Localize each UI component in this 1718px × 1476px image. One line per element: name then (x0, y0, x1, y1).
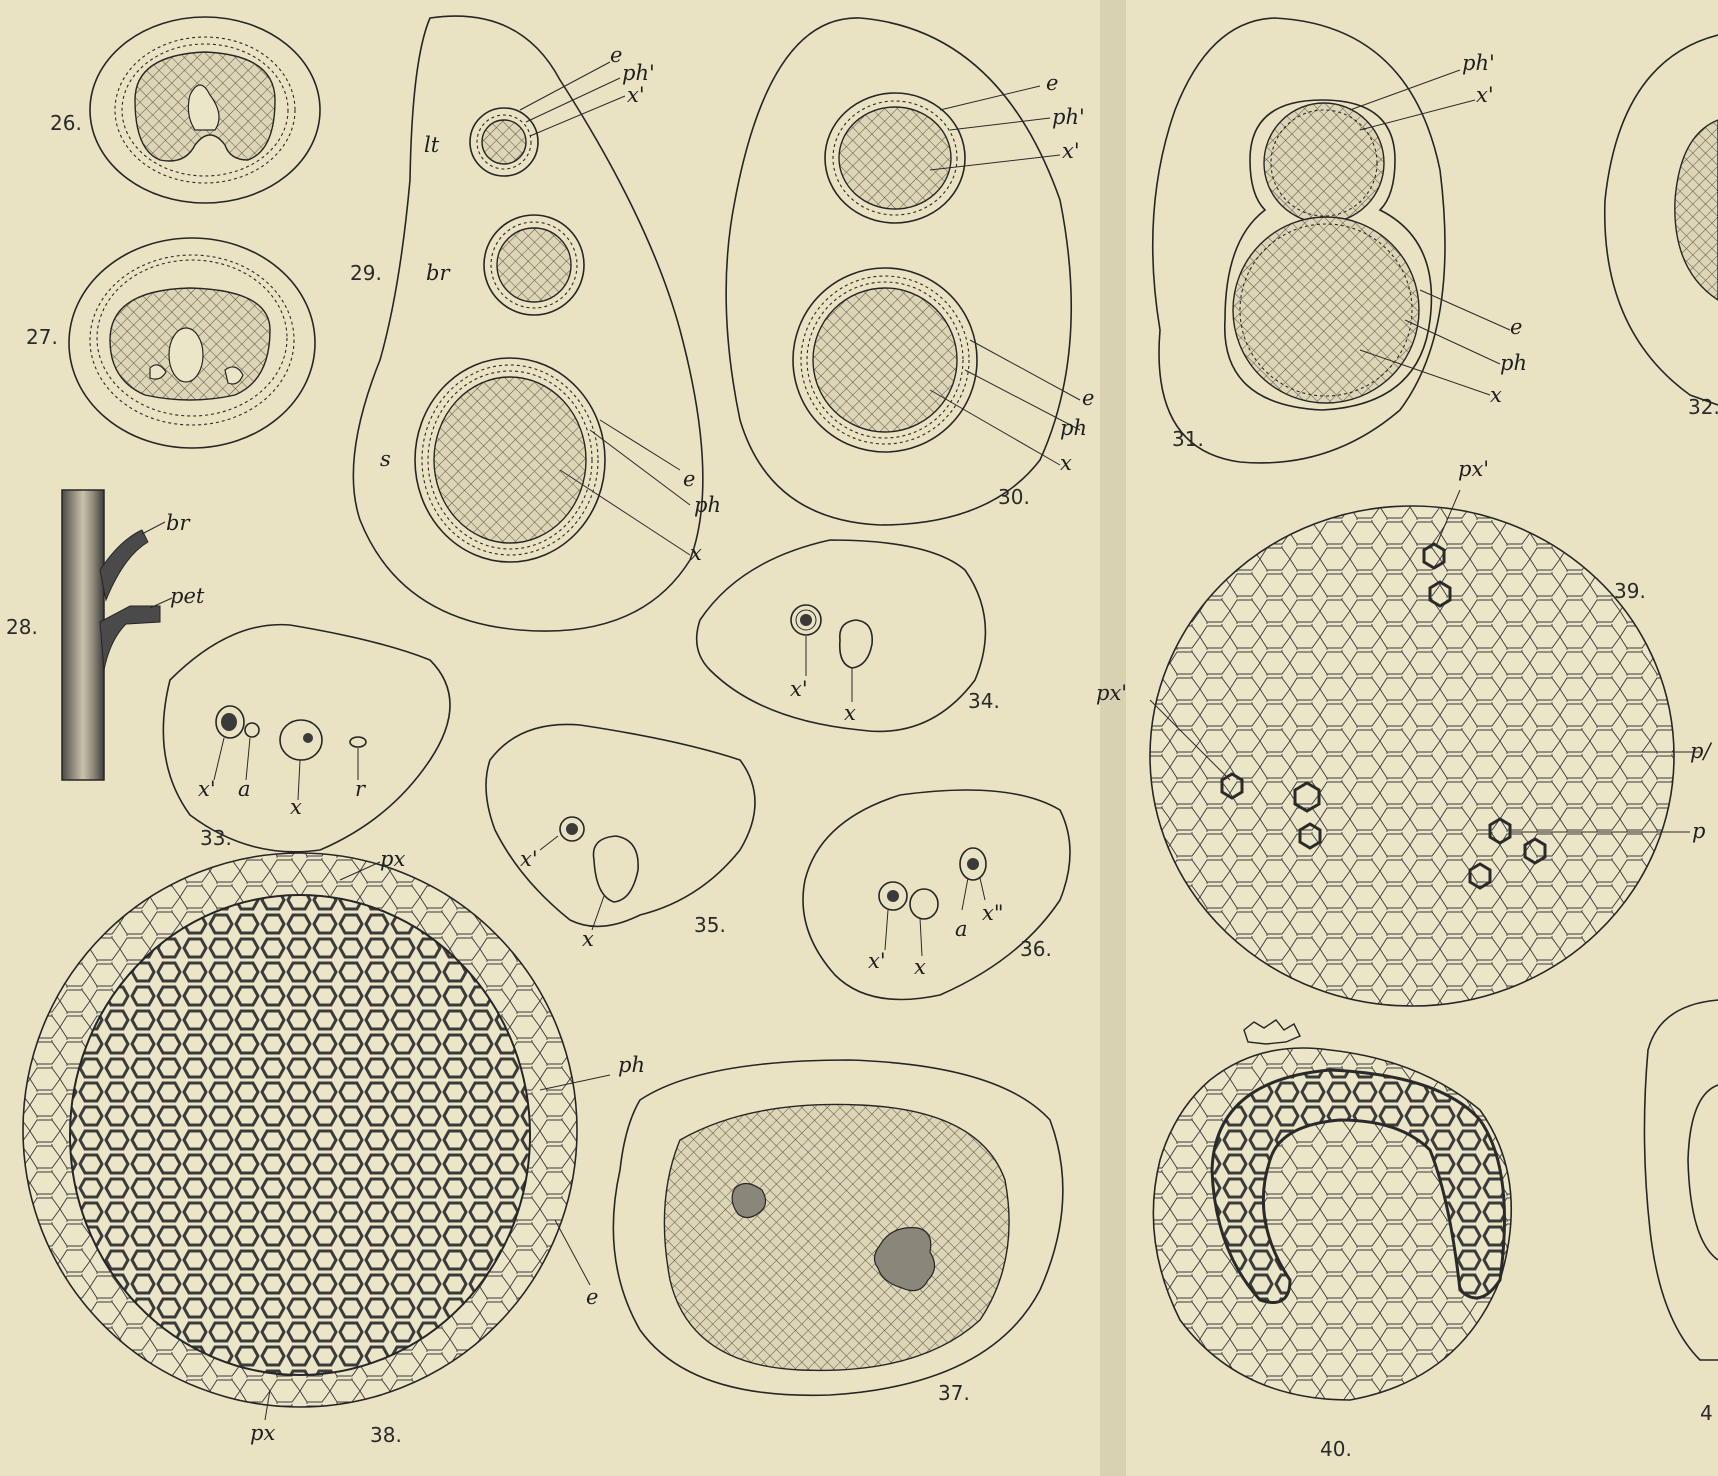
label-x-prime: x' (627, 83, 645, 107)
figure-number-29: 29. (350, 261, 382, 285)
label-x-prime: x' (1062, 139, 1080, 163)
label-ph: ph (1060, 416, 1087, 440)
figure-33: x' a x r 33. (163, 625, 450, 852)
label-x: x (844, 701, 856, 725)
label-e: e (1510, 315, 1522, 339)
figure-40: 40. (1153, 1020, 1511, 1461)
figure-number-37: 37. (938, 1381, 970, 1405)
label-px-bottom: px (250, 1421, 275, 1445)
label-ph: ph (694, 493, 721, 517)
label-a: a (955, 917, 968, 941)
label-e: e (1082, 386, 1094, 410)
label-x: x (1490, 383, 1502, 407)
figure-number-35: 35. (694, 913, 726, 937)
figure-number-26: 26. (50, 111, 82, 135)
label-x: x (582, 927, 594, 951)
label-ph: ph (1500, 351, 1527, 375)
label-x: x (914, 955, 926, 979)
figure-number-40: 40. (1320, 1437, 1352, 1461)
label-x-prime: x' (198, 777, 216, 801)
figure-28: br pet 28. (6, 490, 205, 780)
figure-39: px' px' p/ p 39. (1096, 457, 1712, 1006)
figure-34: x' x 34. (697, 540, 1000, 731)
figure-38: px ph e px 38. (23, 847, 645, 1447)
figure-number-31: 31. (1172, 427, 1204, 451)
label-x-prime: x' (790, 677, 808, 701)
label-x: x (290, 795, 302, 819)
label-x-prime: x' (520, 847, 538, 871)
figure-37: 37. (613, 1060, 1063, 1405)
figure-30: e ph' x' e ph x 30. (726, 18, 1094, 525)
figure-number-38: 38. (370, 1423, 402, 1447)
label-x-prime: x' (868, 949, 886, 973)
figure-number-27: 27. (26, 325, 58, 349)
figure-36: x' x a x" 36. (803, 790, 1070, 1000)
label-r: r (355, 777, 367, 801)
label-e-top: e (610, 43, 622, 67)
page-gutter (1100, 0, 1126, 1476)
figure-29: e ph' x' lt br s e ph x 29. (350, 16, 721, 631)
figure-27: 27. (26, 238, 315, 448)
label-x-double-prime: x" (982, 901, 1004, 925)
figure-number-36: 36. (1020, 937, 1052, 961)
label-e: e (586, 1285, 598, 1309)
label-br: br (426, 261, 451, 285)
figure-32: 32. (1605, 35, 1718, 419)
label-a: a (238, 777, 251, 801)
label-lt: lt (424, 133, 440, 157)
label-ph-prime: ph' (1052, 105, 1085, 129)
label-pet: pet (170, 584, 205, 608)
label-ph-right: p/ (1690, 739, 1712, 763)
label-px-right: p (1692, 819, 1705, 843)
figure-31: ph' x' e ph x 31. (1153, 18, 1527, 463)
label-e: e (683, 467, 695, 491)
figure-35: x' x 35. (486, 724, 755, 951)
figure-number-30: 30. (998, 485, 1030, 509)
figure-26: 26. (50, 17, 320, 203)
label-s: s (380, 447, 391, 471)
figure-number-28: 28. (6, 615, 38, 639)
figure-number-34: 34. (968, 689, 1000, 713)
label-ph-prime: ph' (1462, 51, 1495, 75)
label-px-top: px (380, 847, 405, 871)
figure-number-39: 39. (1614, 579, 1646, 603)
label-ph-prime: ph' (622, 61, 655, 85)
label-px-prime-top: px' (1458, 457, 1489, 481)
figure-number-41: 4 (1700, 1401, 1713, 1425)
label-x: x (690, 541, 702, 565)
label-x-prime: x' (1476, 83, 1494, 107)
figure-number-33: 33. (200, 826, 232, 850)
label-x: x (1060, 451, 1072, 475)
label-br: br (166, 511, 191, 535)
label-px-prime-left: px' (1096, 681, 1127, 705)
label-e-top: e (1046, 71, 1058, 95)
label-ph: ph (618, 1053, 645, 1077)
figure-41: 4 (1644, 1000, 1718, 1425)
figure-number-32: 32. (1688, 395, 1718, 419)
